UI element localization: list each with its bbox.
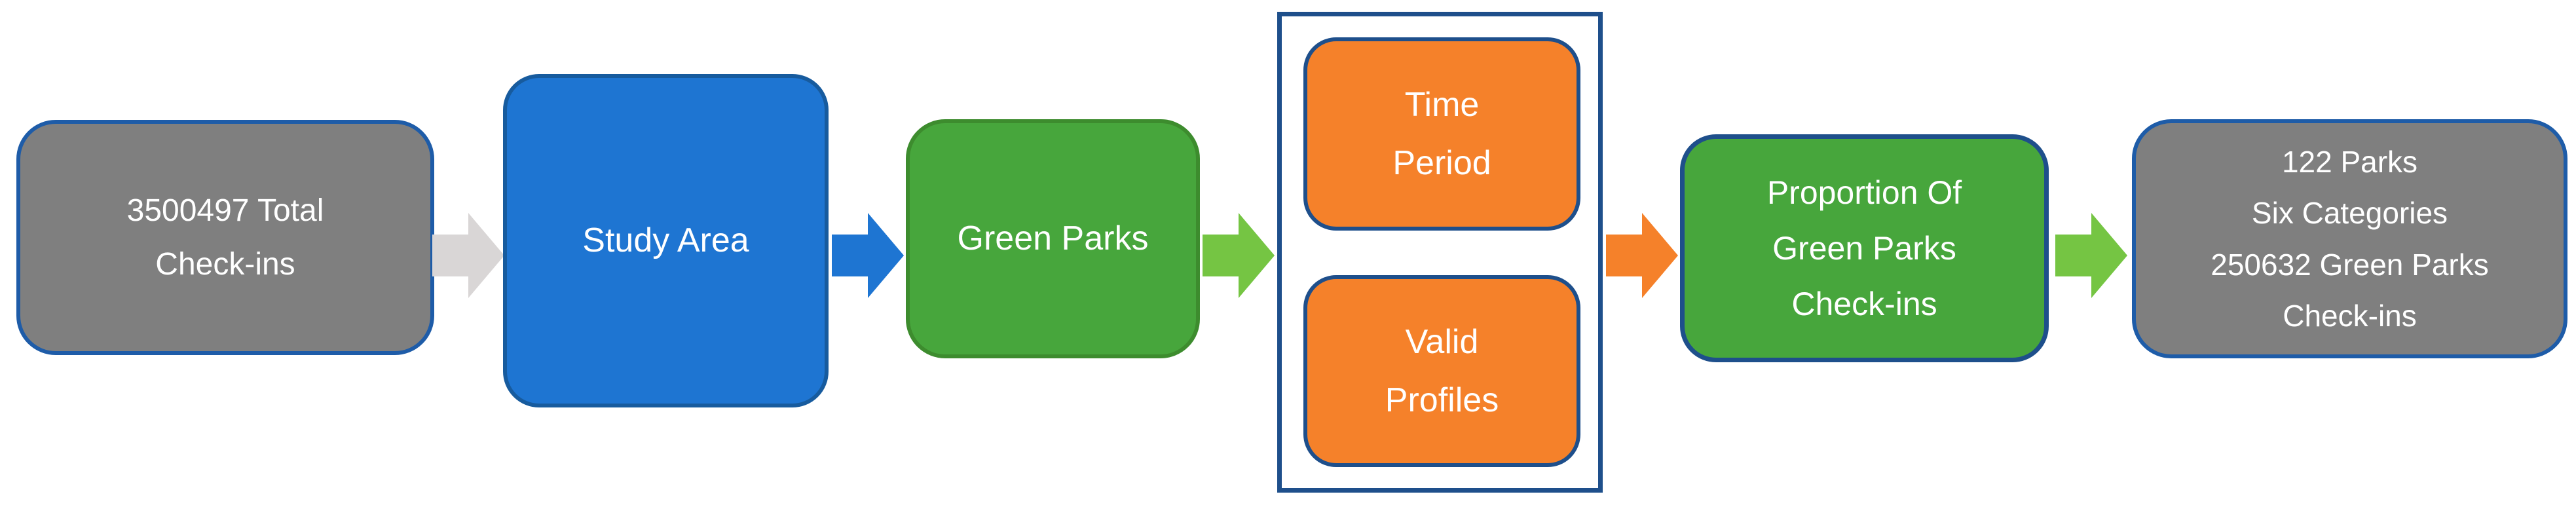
- node-valid-profiles-label: Valid Profiles: [1385, 323, 1499, 419]
- node-proportion-green-parks-checkins: Proportion Of Green Parks Check-ins: [1680, 134, 2049, 362]
- arrow-right-icon: [832, 213, 904, 298]
- filters-frame: Time Period Valid Profiles: [1277, 12, 1603, 493]
- node-total-checkins: 3500497 Total Check-ins: [16, 120, 434, 355]
- flow-arrow-2: [832, 213, 904, 298]
- node-green-parks-label: Green Parks: [957, 219, 1149, 258]
- flow-arrow-1: [432, 213, 504, 298]
- node-green-parks: Green Parks: [906, 119, 1200, 358]
- arrow-right-icon: [2055, 213, 2127, 298]
- node-proportion-label: Proportion Of Green Parks Check-ins: [1766, 174, 1962, 322]
- node-study-area-label: Study Area: [582, 221, 749, 260]
- flow-arrow-4: [1606, 213, 1678, 298]
- flow-arrow-3: [1203, 213, 1275, 298]
- node-result-summary-label: 122 Parks Six Categories 250632 Green Pa…: [2211, 145, 2489, 333]
- node-total-checkins-label: 3500497 Total Check-ins: [126, 193, 324, 282]
- node-result-summary: 122 Parks Six Categories 250632 Green Pa…: [2132, 119, 2567, 358]
- node-valid-profiles: Valid Profiles: [1303, 275, 1580, 467]
- node-time-period: Time Period: [1303, 37, 1580, 231]
- arrow-right-icon: [1606, 213, 1678, 298]
- node-time-period-label: Time Period: [1392, 86, 1491, 182]
- arrow-right-icon: [432, 213, 504, 298]
- arrow-right-icon: [1203, 213, 1275, 298]
- flow-arrow-5: [2055, 213, 2127, 298]
- node-study-area: Study Area: [503, 74, 829, 407]
